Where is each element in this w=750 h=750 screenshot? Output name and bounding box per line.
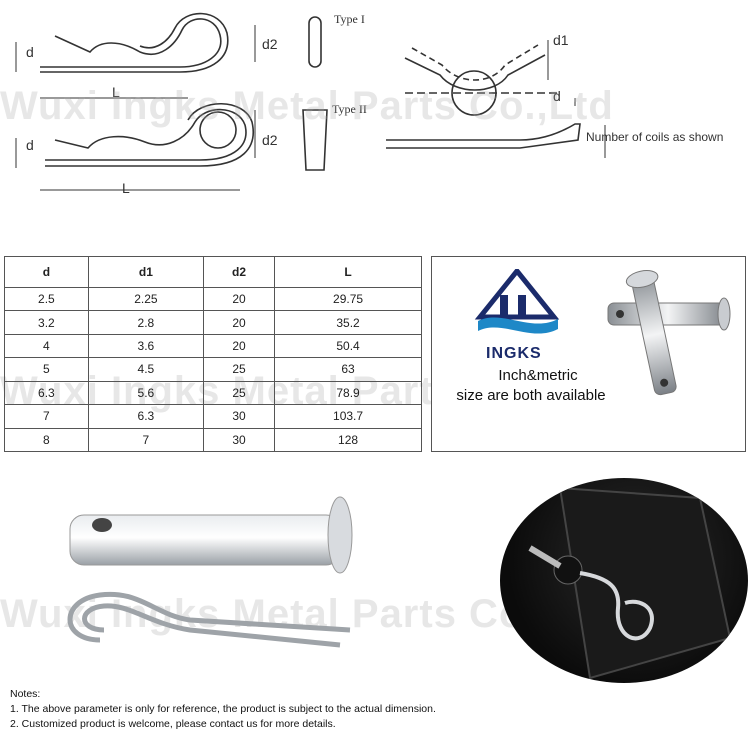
cell-l: 78.9: [274, 380, 422, 406]
cell-d1: 6.3: [87, 404, 205, 429]
table-row: 7 6.3 30 103.7: [4, 404, 422, 429]
cell-d1: 2.25: [87, 286, 205, 312]
cell-d: 8: [4, 427, 89, 453]
header-d2: d2: [203, 256, 276, 288]
cell-d: 6.3: [4, 380, 89, 406]
availability-line1: Inch&metric: [498, 367, 578, 384]
table-header-row: d d1 d2 L: [4, 256, 422, 288]
cell-l: 63: [274, 357, 422, 382]
note-line-2: 2. Customized product is welcome, please…: [10, 718, 336, 730]
r-clip-diagram: [15, 12, 606, 191]
cell-d2: 20: [203, 333, 276, 359]
cell-d2: 25: [203, 380, 276, 406]
table-row: 2.5 2.25 20 29.75: [4, 286, 422, 312]
type2-label: Type II: [332, 102, 367, 116]
watermark: Wuxi Ingks Metal Parts Co.,Ltd: [0, 84, 614, 128]
type1-label: Type I: [334, 12, 365, 26]
cell-d2: 20: [203, 310, 276, 335]
usage-photo: [500, 478, 748, 683]
technical-diagram: d L d2 d L d2 Type I Type II d1 d Number…: [0, 0, 750, 240]
cell-d: 3.2: [4, 310, 89, 335]
cell-d2: 30: [203, 427, 276, 453]
cell-l: 50.4: [274, 333, 422, 359]
dim-l-type2: L: [122, 180, 130, 196]
cell-d: 7: [4, 404, 89, 429]
clevis-pin-and-r-clip-photo: [67, 496, 353, 648]
coils-note: Number of coils as shown: [586, 130, 724, 144]
header-d: d: [4, 256, 89, 288]
cell-l: 128: [274, 427, 422, 453]
brand-name: INGKS: [486, 345, 542, 362]
header-l: L: [274, 256, 422, 288]
table-row: 5 4.5 25 63: [4, 357, 422, 382]
dim-d-type2: d: [26, 137, 34, 153]
header-d1: d1: [87, 256, 205, 288]
cell-d1: 7: [87, 427, 205, 453]
cell-l: 35.2: [274, 310, 422, 335]
cell-d2: 30: [203, 404, 276, 429]
cell-d: 5: [4, 357, 89, 382]
note-line-1: 1. The above parameter is only for refer…: [10, 703, 436, 715]
table-row: 4 3.6 20 50.4: [4, 333, 422, 359]
cell-l: 29.75: [274, 286, 422, 312]
cell-d: 4: [4, 333, 89, 359]
cell-d1: 5.6: [87, 380, 205, 406]
dim-d2-type2: d2: [262, 132, 278, 148]
table-row: 3.2 2.8 20 35.2: [4, 310, 422, 335]
brand-box: INGKS Inch&metric size are both availabl…: [431, 256, 746, 452]
cell-d1: 2.8: [87, 310, 205, 335]
spec-table: d d1 d2 L 2.5 2.25 20 29.75 3.2 2.8 20 3…: [4, 256, 422, 453]
cell-d2: 25: [203, 357, 276, 382]
notes-title: Notes:: [10, 688, 41, 700]
table-row: 6.3 5.6 25 78.9: [4, 380, 422, 406]
clevis-pins-photo: [607, 270, 731, 396]
r-clip-photo: [67, 591, 351, 648]
dim-d2-type1: d2: [262, 36, 278, 52]
cell-d: 2.5: [4, 286, 89, 312]
cell-l: 103.7: [274, 404, 422, 429]
availability-line2: size are both available: [456, 387, 606, 404]
cell-d1: 3.6: [87, 333, 205, 359]
ingks-logo-icon: [474, 269, 560, 334]
notes: Notes: 1. The above parameter is only fo…: [10, 687, 436, 732]
dim-l-type1: L: [112, 84, 120, 100]
table-row: 8 7 30 128: [4, 427, 422, 453]
dim-d-type1: d: [26, 44, 34, 60]
cell-d2: 20: [203, 286, 276, 312]
dim-d-right: d: [553, 88, 561, 104]
cell-d1: 4.5: [87, 357, 205, 382]
dim-d1: d1: [553, 32, 569, 48]
